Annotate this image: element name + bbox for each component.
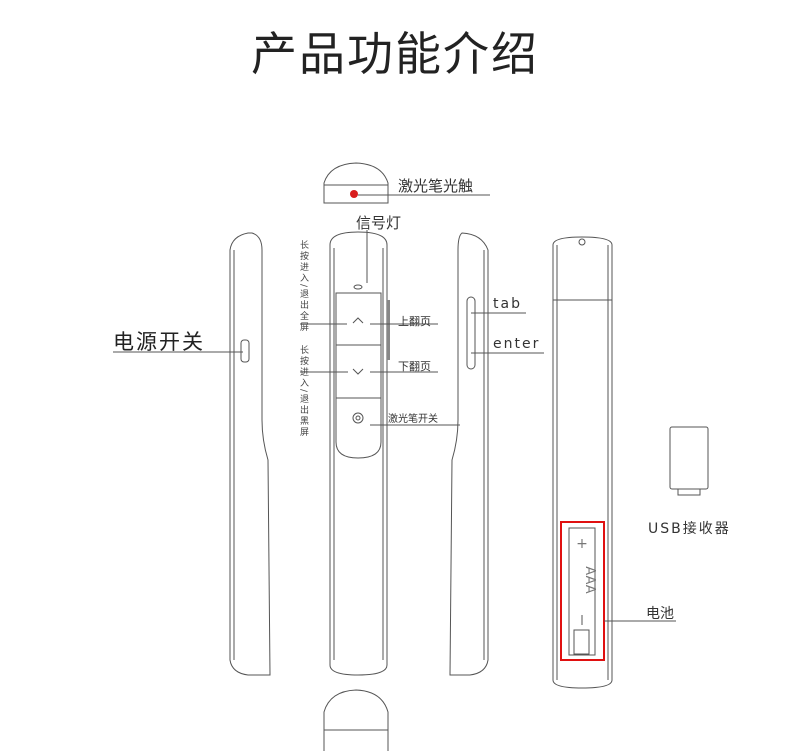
back-view: AAA + bbox=[552, 236, 613, 689]
blackscreen-hint: 长按进入/退出黑屏 bbox=[298, 345, 308, 439]
fullscreen-hint: 长按进入/退出全屏 bbox=[298, 240, 308, 334]
laser-switch-label: 激光笔开关 bbox=[388, 414, 438, 425]
laser-tip-label: 激光笔光触 bbox=[398, 177, 474, 195]
page-title: 产品功能介绍 bbox=[251, 27, 539, 81]
usb-receiver bbox=[669, 426, 709, 496]
power-switch-label: 电源开关 bbox=[113, 330, 205, 354]
battery-type-label: AAA bbox=[582, 566, 597, 594]
battery-label: 电池 bbox=[646, 606, 674, 622]
power-switch[interactable] bbox=[240, 339, 250, 363]
top-cap bbox=[323, 162, 389, 204]
usb-receiver-label: USB接收器 bbox=[648, 521, 731, 537]
tab-enter-rocker[interactable] bbox=[466, 296, 476, 370]
bottom-cap bbox=[323, 689, 389, 751]
laser-dot bbox=[350, 190, 358, 198]
plus-sign: + bbox=[576, 536, 588, 552]
tab-label: tab bbox=[493, 296, 522, 312]
laser-button[interactable] bbox=[335, 397, 382, 459]
signal-light-label: 信号灯 bbox=[356, 214, 402, 232]
side-view-right bbox=[449, 232, 489, 676]
battery-highlight bbox=[560, 521, 605, 661]
enter-label: enter bbox=[493, 336, 541, 352]
page-down-label: 下翻页 bbox=[398, 360, 431, 373]
side-view-left bbox=[229, 232, 271, 676]
front-view bbox=[329, 231, 390, 676]
page-up-label: 上翻页 bbox=[398, 315, 431, 328]
